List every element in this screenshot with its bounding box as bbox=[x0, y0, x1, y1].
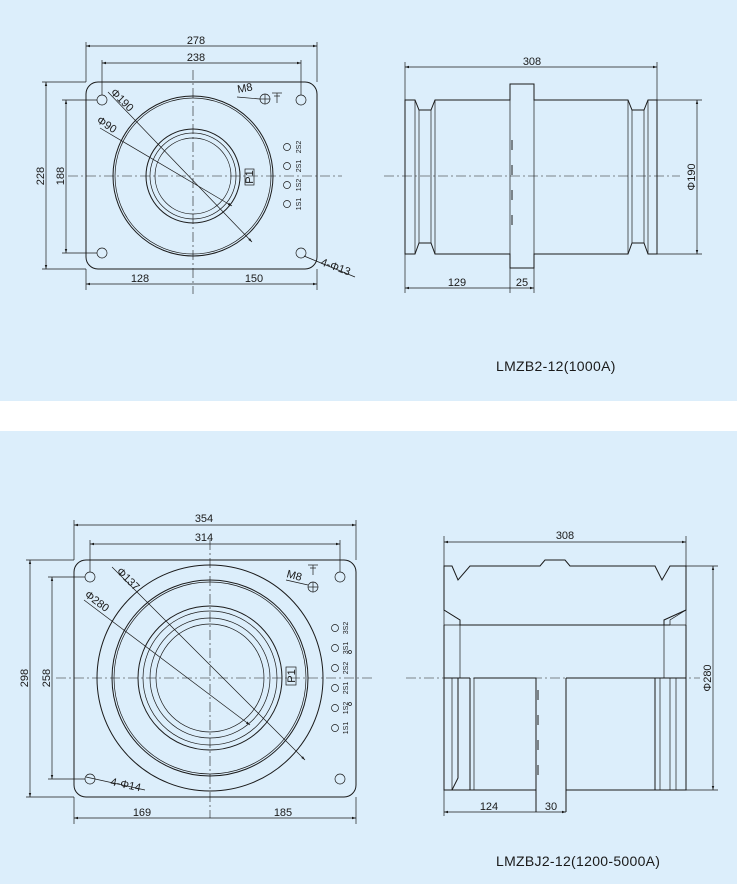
model-caption: LMZB2-12(1000A) bbox=[496, 358, 616, 374]
side-length-label: 308 bbox=[556, 530, 574, 542]
left-offset-label: 169 bbox=[133, 807, 151, 819]
model1-front-view: P1 2S2 2S1 1S2 1S1 M8 4-Φ13 Φ190 Φ90 278… bbox=[35, 35, 356, 294]
bolt-label: M8 bbox=[236, 81, 253, 95]
outer-diameter-label: Φ190 bbox=[108, 87, 136, 115]
holes-label: 4-Φ13 bbox=[319, 257, 352, 279]
overall-height-label: 228 bbox=[35, 167, 47, 185]
mounting-hole bbox=[295, 94, 307, 106]
hole-span-height-label: 188 bbox=[55, 167, 67, 185]
terminal-label: 1S2 bbox=[296, 179, 303, 192]
drawing-panel-lmzbj2 bbox=[0, 431, 737, 884]
holes-label: 4-Φ14 bbox=[109, 776, 142, 794]
mounting-hole bbox=[334, 773, 346, 785]
terminal-4 bbox=[283, 200, 291, 208]
terminal-label: 1S2 bbox=[343, 702, 350, 715]
terminal-p1-label: P1 bbox=[286, 669, 298, 682]
right-offset-label: 185 bbox=[274, 807, 292, 819]
side-diameter-label: Φ190 bbox=[686, 163, 698, 190]
terminal-label: 2S1 bbox=[296, 160, 303, 173]
left-flange bbox=[443, 677, 459, 791]
mounting-hole bbox=[295, 247, 307, 259]
mounting-hole bbox=[96, 247, 108, 259]
terminal-3 bbox=[331, 664, 339, 672]
flange-thickness-label: 25 bbox=[516, 277, 528, 289]
model2-front-view: P1 3S2 3S1 2S2 2S1 1S2 1S1 M8 4-Φ14 Φ137… bbox=[19, 513, 372, 824]
hole-span-width-label: 238 bbox=[187, 52, 205, 64]
body-section bbox=[474, 677, 537, 791]
right-offset-label: 150 bbox=[245, 273, 263, 285]
hole-span-height-label: 258 bbox=[41, 669, 53, 687]
terminal-2 bbox=[331, 644, 339, 652]
terminal-label: 1S1 bbox=[296, 198, 303, 211]
terminal-6 bbox=[331, 724, 339, 732]
flange-thickness-label: 30 bbox=[545, 801, 557, 813]
terminal-label: 2S2 bbox=[296, 141, 303, 154]
terminal-label: 2S1 bbox=[343, 682, 350, 695]
inner-diameter-label: Φ137 bbox=[114, 566, 142, 594]
terminal-1 bbox=[283, 143, 291, 151]
terminal-p1-label: P1 bbox=[244, 170, 256, 183]
hole-span-width-label: 314 bbox=[195, 532, 213, 544]
terminal-1 bbox=[331, 624, 339, 632]
terminal-label: 1S1 bbox=[343, 722, 350, 735]
overall-width-label: 278 bbox=[187, 35, 205, 47]
left-offset-label: 128 bbox=[131, 273, 149, 285]
terminal-3 bbox=[283, 181, 291, 189]
terminal-label: 3S1 bbox=[343, 642, 350, 655]
terminal-p1-plate bbox=[244, 168, 255, 186]
model-caption: LMZBJ2-12(1200-5000A) bbox=[496, 853, 661, 869]
model1-side-view: 308 Φ190 129 25 bbox=[384, 56, 702, 293]
mounting-hole bbox=[334, 571, 346, 583]
overall-height-label: 298 bbox=[19, 669, 31, 687]
mounting-hole bbox=[96, 94, 108, 106]
mounting-plate bbox=[85, 81, 318, 270]
flange-offset-label: 129 bbox=[448, 277, 466, 289]
terminal-4 bbox=[331, 684, 339, 692]
terminal-p1-plate bbox=[285, 666, 297, 686]
terminal-5 bbox=[331, 704, 339, 712]
flange-offset-label: 124 bbox=[480, 801, 498, 813]
terminal-2 bbox=[283, 162, 291, 170]
terminal-label: 3S2 bbox=[343, 622, 350, 635]
side-diameter-label: Φ280 bbox=[702, 664, 714, 691]
terminal-label: 2S2 bbox=[343, 662, 350, 675]
mounting-hole bbox=[84, 571, 96, 583]
bolt-label: M8 bbox=[285, 568, 303, 584]
side-length-label: 308 bbox=[523, 56, 541, 68]
overall-width-label: 354 bbox=[195, 513, 213, 525]
model2-side-view: 308 Φ280 124 30 bbox=[406, 530, 718, 816]
hatched-section bbox=[443, 559, 687, 626]
mounting-plate bbox=[73, 559, 357, 798]
inner-diameter-label: Φ90 bbox=[94, 114, 118, 136]
